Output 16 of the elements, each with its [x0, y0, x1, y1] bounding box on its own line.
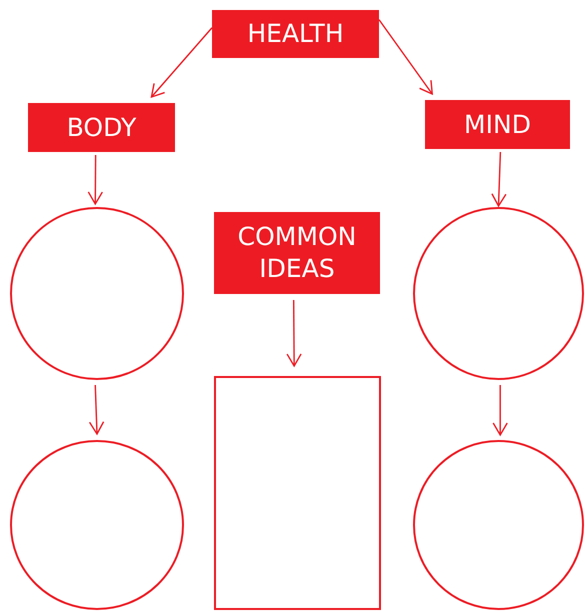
label-box: BODY: [28, 103, 175, 152]
label-box: HEALTH: [212, 10, 379, 58]
empty-circle: [10, 207, 184, 380]
arrow: [286, 300, 302, 367]
arrow: [491, 152, 507, 207]
label-box: COMMON IDEAS: [214, 212, 380, 294]
arrow: [88, 155, 104, 205]
arrow: [150, 27, 213, 98]
arrow: [492, 385, 508, 436]
arrow: [378, 19, 433, 95]
arrow: [88, 384, 104, 435]
empty-circle: [10, 440, 184, 610]
empty-circle: [413, 440, 584, 610]
empty-box: [214, 376, 381, 610]
label-box: MIND: [425, 100, 570, 149]
empty-circle: [413, 207, 584, 380]
